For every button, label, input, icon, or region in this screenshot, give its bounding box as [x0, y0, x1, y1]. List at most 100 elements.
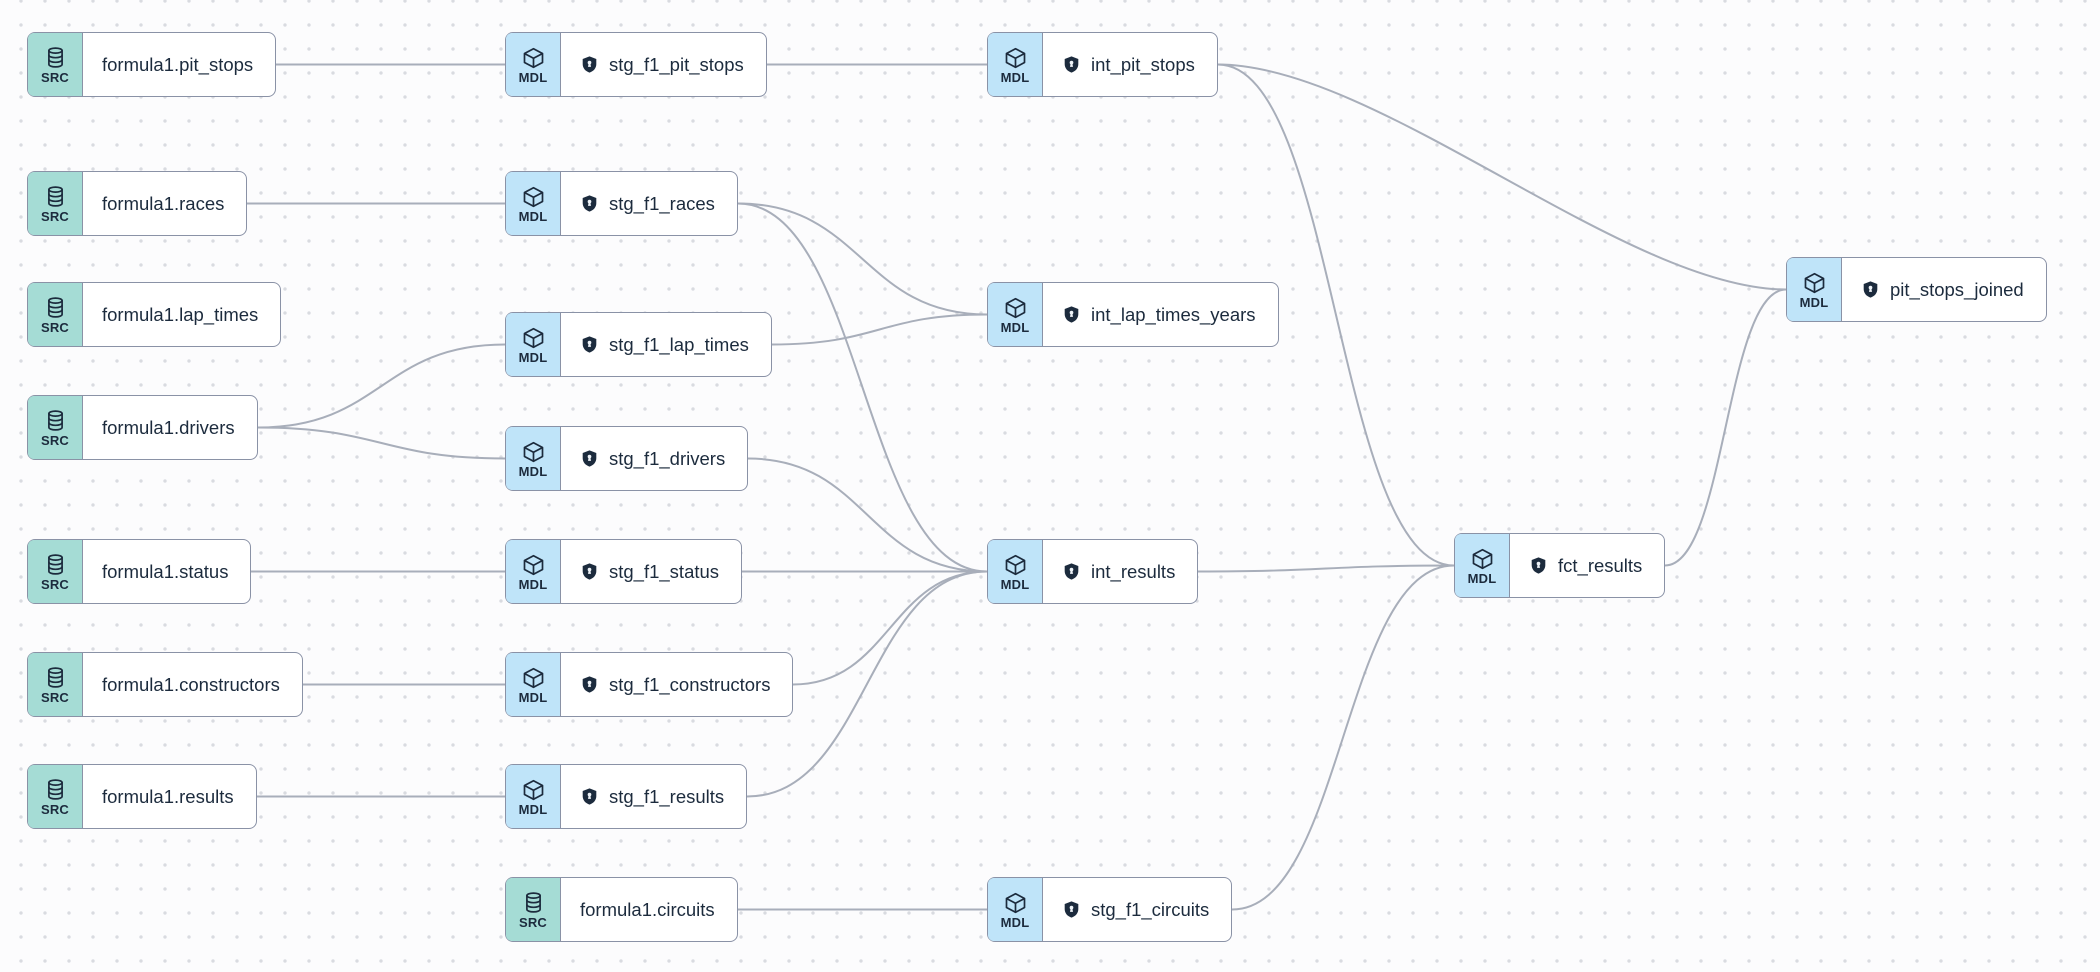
lineage-node-stg-f1-results[interactable]: MDL stg_f1_results: [505, 764, 748, 829]
node-body: int_pit_stops: [1043, 33, 1217, 96]
node-label: formula1.pit_stops: [102, 53, 254, 75]
node-type-label: SRC: [40, 208, 70, 224]
shield-icon: [1062, 55, 1081, 74]
package-cube-icon: [521, 778, 546, 802]
package-cube-icon: [521, 666, 546, 690]
node-type-badge: MDL: [506, 427, 561, 490]
lineage-node-int-pit-stops[interactable]: MDL int_pit_stops: [987, 32, 1218, 97]
node-type-label: SRC: [40, 689, 70, 705]
shield-icon: [1062, 562, 1081, 581]
lineage-edge: [257, 426, 506, 460]
lineage-node-stg-f1-lap-times[interactable]: MDL stg_f1_lap_times: [505, 312, 772, 377]
node-type-label: MDL: [518, 349, 548, 365]
lineage-edge: [771, 313, 988, 346]
node-label: formula1.results: [102, 785, 234, 807]
node-type-label: MDL: [518, 69, 548, 85]
node-type-badge: SRC: [28, 283, 83, 346]
node-body: stg_f1_status: [561, 540, 741, 603]
shield-icon: [1861, 280, 1880, 299]
lineage-node-formula1-results[interactable]: SRC formula1.results: [27, 764, 257, 829]
node-body: formula1.drivers: [83, 396, 257, 459]
node-body: stg_f1_drivers: [561, 427, 747, 490]
node-label: stg_f1_drivers: [609, 447, 726, 469]
node-body: stg_f1_pit_stops: [561, 33, 766, 96]
shield-icon: [580, 449, 599, 468]
node-type-badge: MDL: [506, 313, 561, 376]
node-body: formula1.pit_stops: [83, 33, 275, 96]
lineage-node-int-results[interactable]: MDL int_results: [987, 539, 1199, 604]
package-cube-icon: [521, 46, 546, 70]
node-body: stg_f1_results: [561, 765, 746, 828]
shield-icon: [580, 787, 599, 806]
node-label: formula1.circuits: [580, 898, 715, 920]
lineage-node-stg-f1-circuits[interactable]: MDL stg_f1_circuits: [987, 877, 1233, 942]
node-type-badge: SRC: [28, 540, 83, 603]
package-cube-icon: [521, 553, 546, 577]
lineage-edge: [1217, 63, 1787, 291]
node-label: stg_f1_circuits: [1091, 898, 1210, 920]
shield-icon: [580, 194, 599, 213]
lineage-node-formula1-constructors[interactable]: SRC formula1.constructors: [27, 652, 303, 717]
database-icon: [521, 891, 546, 915]
lineage-node-formula1-circuits[interactable]: SRC formula1.circuits: [505, 877, 738, 942]
package-cube-icon: [1802, 271, 1827, 295]
node-type-badge: MDL: [506, 765, 561, 828]
node-type-badge: SRC: [506, 878, 561, 941]
shield-icon: [1529, 556, 1548, 575]
node-label: int_results: [1091, 560, 1176, 582]
node-type-label: MDL: [1000, 576, 1030, 592]
node-label: formula1.drivers: [102, 416, 235, 438]
database-icon: [43, 46, 68, 70]
node-label: pit_stops_joined: [1890, 278, 2024, 300]
node-type-badge: MDL: [1787, 258, 1842, 321]
node-label: int_lap_times_years: [1091, 303, 1256, 325]
node-body: formula1.lap_times: [83, 283, 280, 346]
node-type-badge: MDL: [506, 653, 561, 716]
node-type-label: SRC: [518, 914, 548, 930]
node-body: stg_f1_races: [561, 172, 737, 235]
lineage-node-stg-f1-constructors[interactable]: MDL stg_f1_constructors: [505, 652, 794, 717]
database-icon: [43, 185, 68, 209]
node-type-label: SRC: [40, 801, 70, 817]
node-body: stg_f1_constructors: [561, 653, 792, 716]
node-label: stg_f1_races: [609, 192, 715, 214]
node-label: stg_f1_status: [609, 560, 720, 582]
database-icon: [43, 778, 68, 802]
node-body: formula1.status: [83, 540, 250, 603]
node-label: fct_results: [1558, 554, 1643, 576]
node-type-badge: MDL: [506, 33, 561, 96]
shield-icon: [580, 55, 599, 74]
node-type-label: MDL: [518, 801, 548, 817]
shield-icon: [580, 675, 599, 694]
lineage-node-pit-stops-joined[interactable]: MDL pit_stops_joined: [1786, 257, 2047, 322]
node-label: formula1.constructors: [102, 673, 280, 695]
node-type-badge: MDL: [988, 540, 1043, 603]
package-cube-icon: [521, 326, 546, 350]
package-cube-icon: [1003, 891, 1028, 915]
lineage-node-stg-f1-pit-stops[interactable]: MDL stg_f1_pit_stops: [505, 32, 767, 97]
lineage-edge: [257, 343, 506, 429]
package-cube-icon: [1003, 46, 1028, 70]
lineage-node-stg-f1-drivers[interactable]: MDL stg_f1_drivers: [505, 426, 749, 491]
node-type-badge: MDL: [988, 878, 1043, 941]
node-body: formula1.circuits: [561, 878, 737, 941]
node-type-label: MDL: [518, 689, 548, 705]
lineage-edge: [1664, 288, 1787, 567]
node-body: stg_f1_lap_times: [561, 313, 771, 376]
database-icon: [43, 666, 68, 690]
node-type-label: MDL: [1000, 69, 1030, 85]
lineage-edge: [737, 202, 988, 573]
package-cube-icon: [521, 185, 546, 209]
database-icon: [43, 409, 68, 433]
